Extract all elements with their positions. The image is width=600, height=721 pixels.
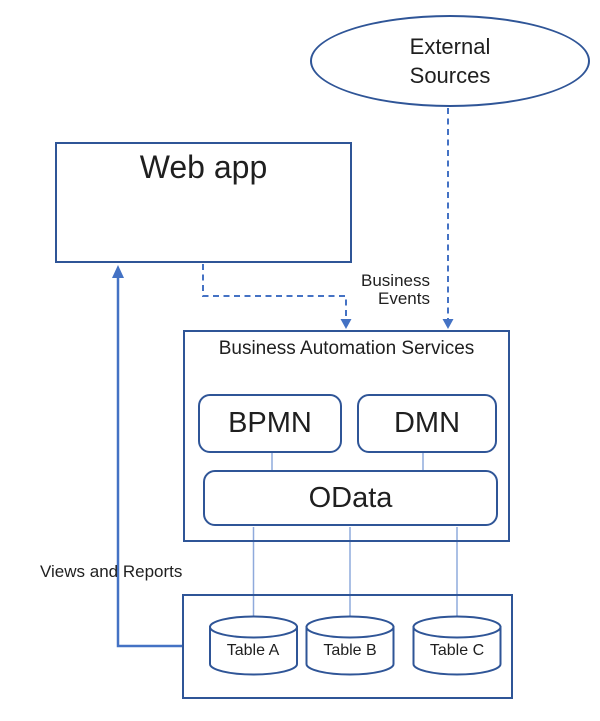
external-sources-node: External Sources (310, 15, 590, 107)
dmn-node: DMN (357, 394, 497, 453)
table-a-label: Table A (226, 642, 280, 659)
bpmn-node: BPMN (198, 394, 342, 453)
web-app-label: Web app (139, 149, 268, 185)
table-c-label: Table C (429, 642, 485, 659)
table-a-cylinder-icon (209, 615, 298, 676)
edge-views-reports-line (116, 277, 182, 648)
arrow-down-icon (340, 319, 352, 329)
edge-business-events-line (202, 264, 347, 320)
external-sources-label: External Sources (409, 34, 491, 88)
web-app-node: Web app (55, 142, 352, 263)
arrow-down-icon (442, 319, 454, 329)
arrow-up-icon (112, 265, 124, 278)
odata-node: OData (203, 470, 498, 526)
business-automation-services-title: Business Automation Services (218, 338, 475, 359)
table-c-cylinder-icon (412, 615, 502, 676)
business-events-label: Business Events (361, 271, 430, 308)
table-b-label: Table B (323, 642, 377, 659)
data-store-node (182, 594, 513, 699)
views-and-reports-label: Views and Reports (40, 562, 183, 581)
business-automation-services-node: Business Automation Services (183, 330, 510, 542)
table-b-cylinder-icon (305, 615, 395, 676)
